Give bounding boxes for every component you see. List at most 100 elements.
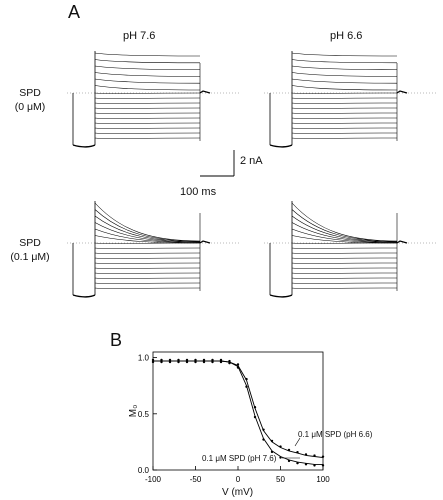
x-tick-label: -100 xyxy=(145,475,162,484)
current-trace xyxy=(291,117,398,119)
current-trace xyxy=(291,102,398,104)
x-tick-label: 50 xyxy=(276,475,285,484)
current-trace xyxy=(291,78,398,84)
x-tick-label: 0 xyxy=(236,475,241,484)
data-point xyxy=(253,405,257,409)
current-trace xyxy=(291,277,398,279)
data-point xyxy=(279,445,282,448)
current-trace xyxy=(291,247,398,249)
data-point xyxy=(262,438,265,441)
current-trace xyxy=(291,287,398,289)
panel-b-letter: B xyxy=(110,330,123,350)
annotation-leader-ph66 xyxy=(294,437,301,447)
data-point xyxy=(321,455,325,458)
annotation-ph66: 0.1 μM SPD (pH 6.6) xyxy=(298,430,373,439)
current-trace xyxy=(94,257,201,259)
current-trace xyxy=(291,107,398,109)
data-point xyxy=(253,415,257,419)
current-trace xyxy=(291,215,398,243)
y-tick-label: 0.5 xyxy=(138,410,150,419)
trace-tail xyxy=(199,90,211,94)
trace-tail xyxy=(396,90,408,94)
current-trace xyxy=(291,72,398,77)
row-label-spd-01: SPD (0.1 μM) xyxy=(0,236,60,264)
current-trace xyxy=(291,132,398,134)
current-trace xyxy=(291,137,398,139)
data-point xyxy=(228,361,231,365)
current-trace xyxy=(291,222,398,243)
current-trace xyxy=(94,247,201,249)
current-trace xyxy=(291,228,398,243)
data-point xyxy=(245,377,248,381)
trace-prestep-tail xyxy=(72,294,96,298)
current-trace xyxy=(291,52,398,57)
row-label-line2: (0.1 μM) xyxy=(10,251,50,263)
current-trace xyxy=(291,112,398,114)
x-tick-label: 100 xyxy=(316,475,330,484)
current-trace xyxy=(94,97,201,99)
current-trace xyxy=(94,102,201,104)
scalebar-time-label: 100 ms xyxy=(180,186,217,198)
trace-prestep-tail xyxy=(72,144,96,148)
row-label-line1: SPD xyxy=(19,87,41,99)
data-point xyxy=(160,360,163,364)
current-trace xyxy=(94,122,201,124)
current-trace xyxy=(94,202,201,242)
trace-tail xyxy=(199,240,211,244)
current-trace xyxy=(291,122,398,124)
current-trace xyxy=(94,262,201,264)
current-trace xyxy=(291,65,398,70)
current-trace xyxy=(291,209,398,242)
data-point xyxy=(270,439,274,443)
data-point xyxy=(304,453,308,456)
current-trace xyxy=(291,252,398,254)
data-point xyxy=(168,360,172,364)
trace-tail xyxy=(396,240,408,244)
current-trace xyxy=(94,72,201,77)
data-point xyxy=(304,463,308,466)
trace-prestep-tail xyxy=(269,294,293,298)
current-trace xyxy=(94,222,201,243)
data-point xyxy=(177,360,180,364)
trace-prestep-tail xyxy=(269,144,293,148)
x-tick-label: -50 xyxy=(190,475,202,484)
current-trace xyxy=(291,242,398,244)
current-trace xyxy=(94,127,201,129)
condition-label-ph76: pH 7.6 xyxy=(123,30,156,42)
condition-label-ph66: pH 6.6 xyxy=(330,30,363,42)
current-trace xyxy=(94,287,201,289)
data-point xyxy=(202,360,206,364)
current-trace xyxy=(291,272,398,274)
x-axis-label: V (mV) xyxy=(222,487,254,498)
current-trace xyxy=(94,228,201,243)
current-trace xyxy=(94,132,201,134)
data-point xyxy=(321,464,325,467)
data-point xyxy=(287,459,291,463)
current-trace xyxy=(291,282,398,284)
data-point xyxy=(211,360,214,364)
current-trace xyxy=(291,262,398,264)
series-line-ph76 xyxy=(153,360,323,465)
data-point xyxy=(151,360,155,364)
current-trace xyxy=(94,267,201,269)
current-trace xyxy=(94,137,201,139)
current-trace xyxy=(94,209,201,242)
current-trace xyxy=(94,242,201,244)
current-trace xyxy=(94,59,201,64)
current-trace xyxy=(94,85,201,91)
current-trace xyxy=(291,202,398,242)
data-point xyxy=(236,363,240,366)
current-trace xyxy=(94,65,201,70)
data-point xyxy=(185,360,189,364)
current-trace xyxy=(291,257,398,259)
data-point xyxy=(245,385,248,388)
row-label-line1: SPD xyxy=(19,237,41,249)
y-tick-label: 1.0 xyxy=(138,354,150,363)
data-point xyxy=(296,450,299,454)
current-trace xyxy=(94,252,201,254)
data-point xyxy=(270,450,274,454)
data-point xyxy=(219,360,223,364)
current-trace xyxy=(94,112,201,114)
current-trace xyxy=(94,215,201,243)
